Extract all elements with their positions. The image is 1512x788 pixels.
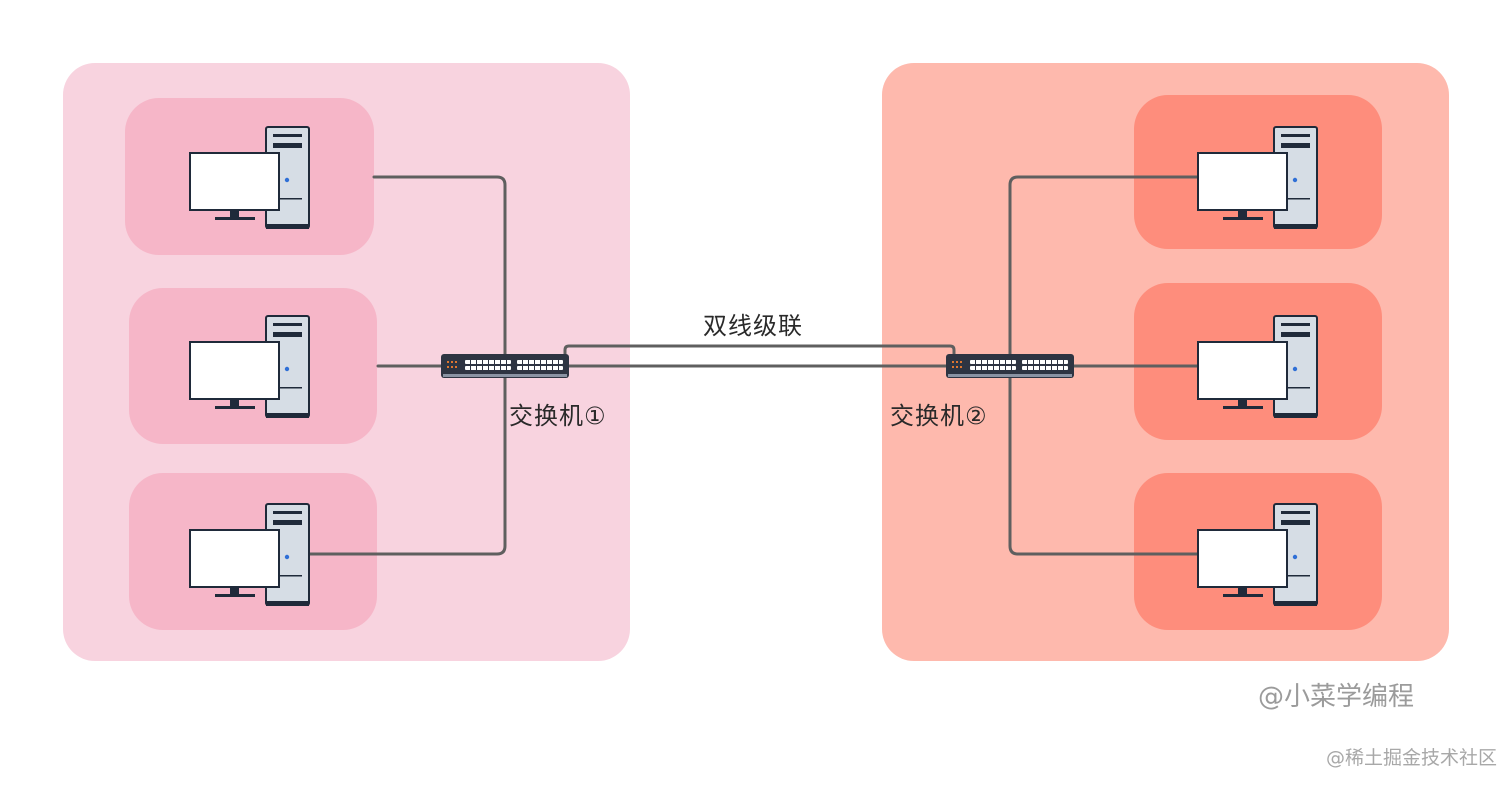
author-watermark: @小菜学编程 [1258, 682, 1415, 712]
cascade-label: 双线级联 [703, 312, 803, 340]
network-switch-icon [441, 354, 569, 378]
cascade-link-upper [563, 344, 956, 358]
computer-icon [189, 503, 310, 606]
switch-right-label: 交换机② [890, 402, 988, 430]
site-watermark: @稀土掘金技术社区 [1326, 747, 1498, 769]
switch-left-label: 交换机① [509, 402, 607, 430]
computer-icon [1197, 503, 1318, 606]
computer-icon [189, 126, 310, 229]
computer-icon [1197, 315, 1318, 418]
computer-icon [189, 315, 310, 418]
network-switch-icon [946, 354, 1074, 378]
computer-icon [1197, 126, 1318, 229]
